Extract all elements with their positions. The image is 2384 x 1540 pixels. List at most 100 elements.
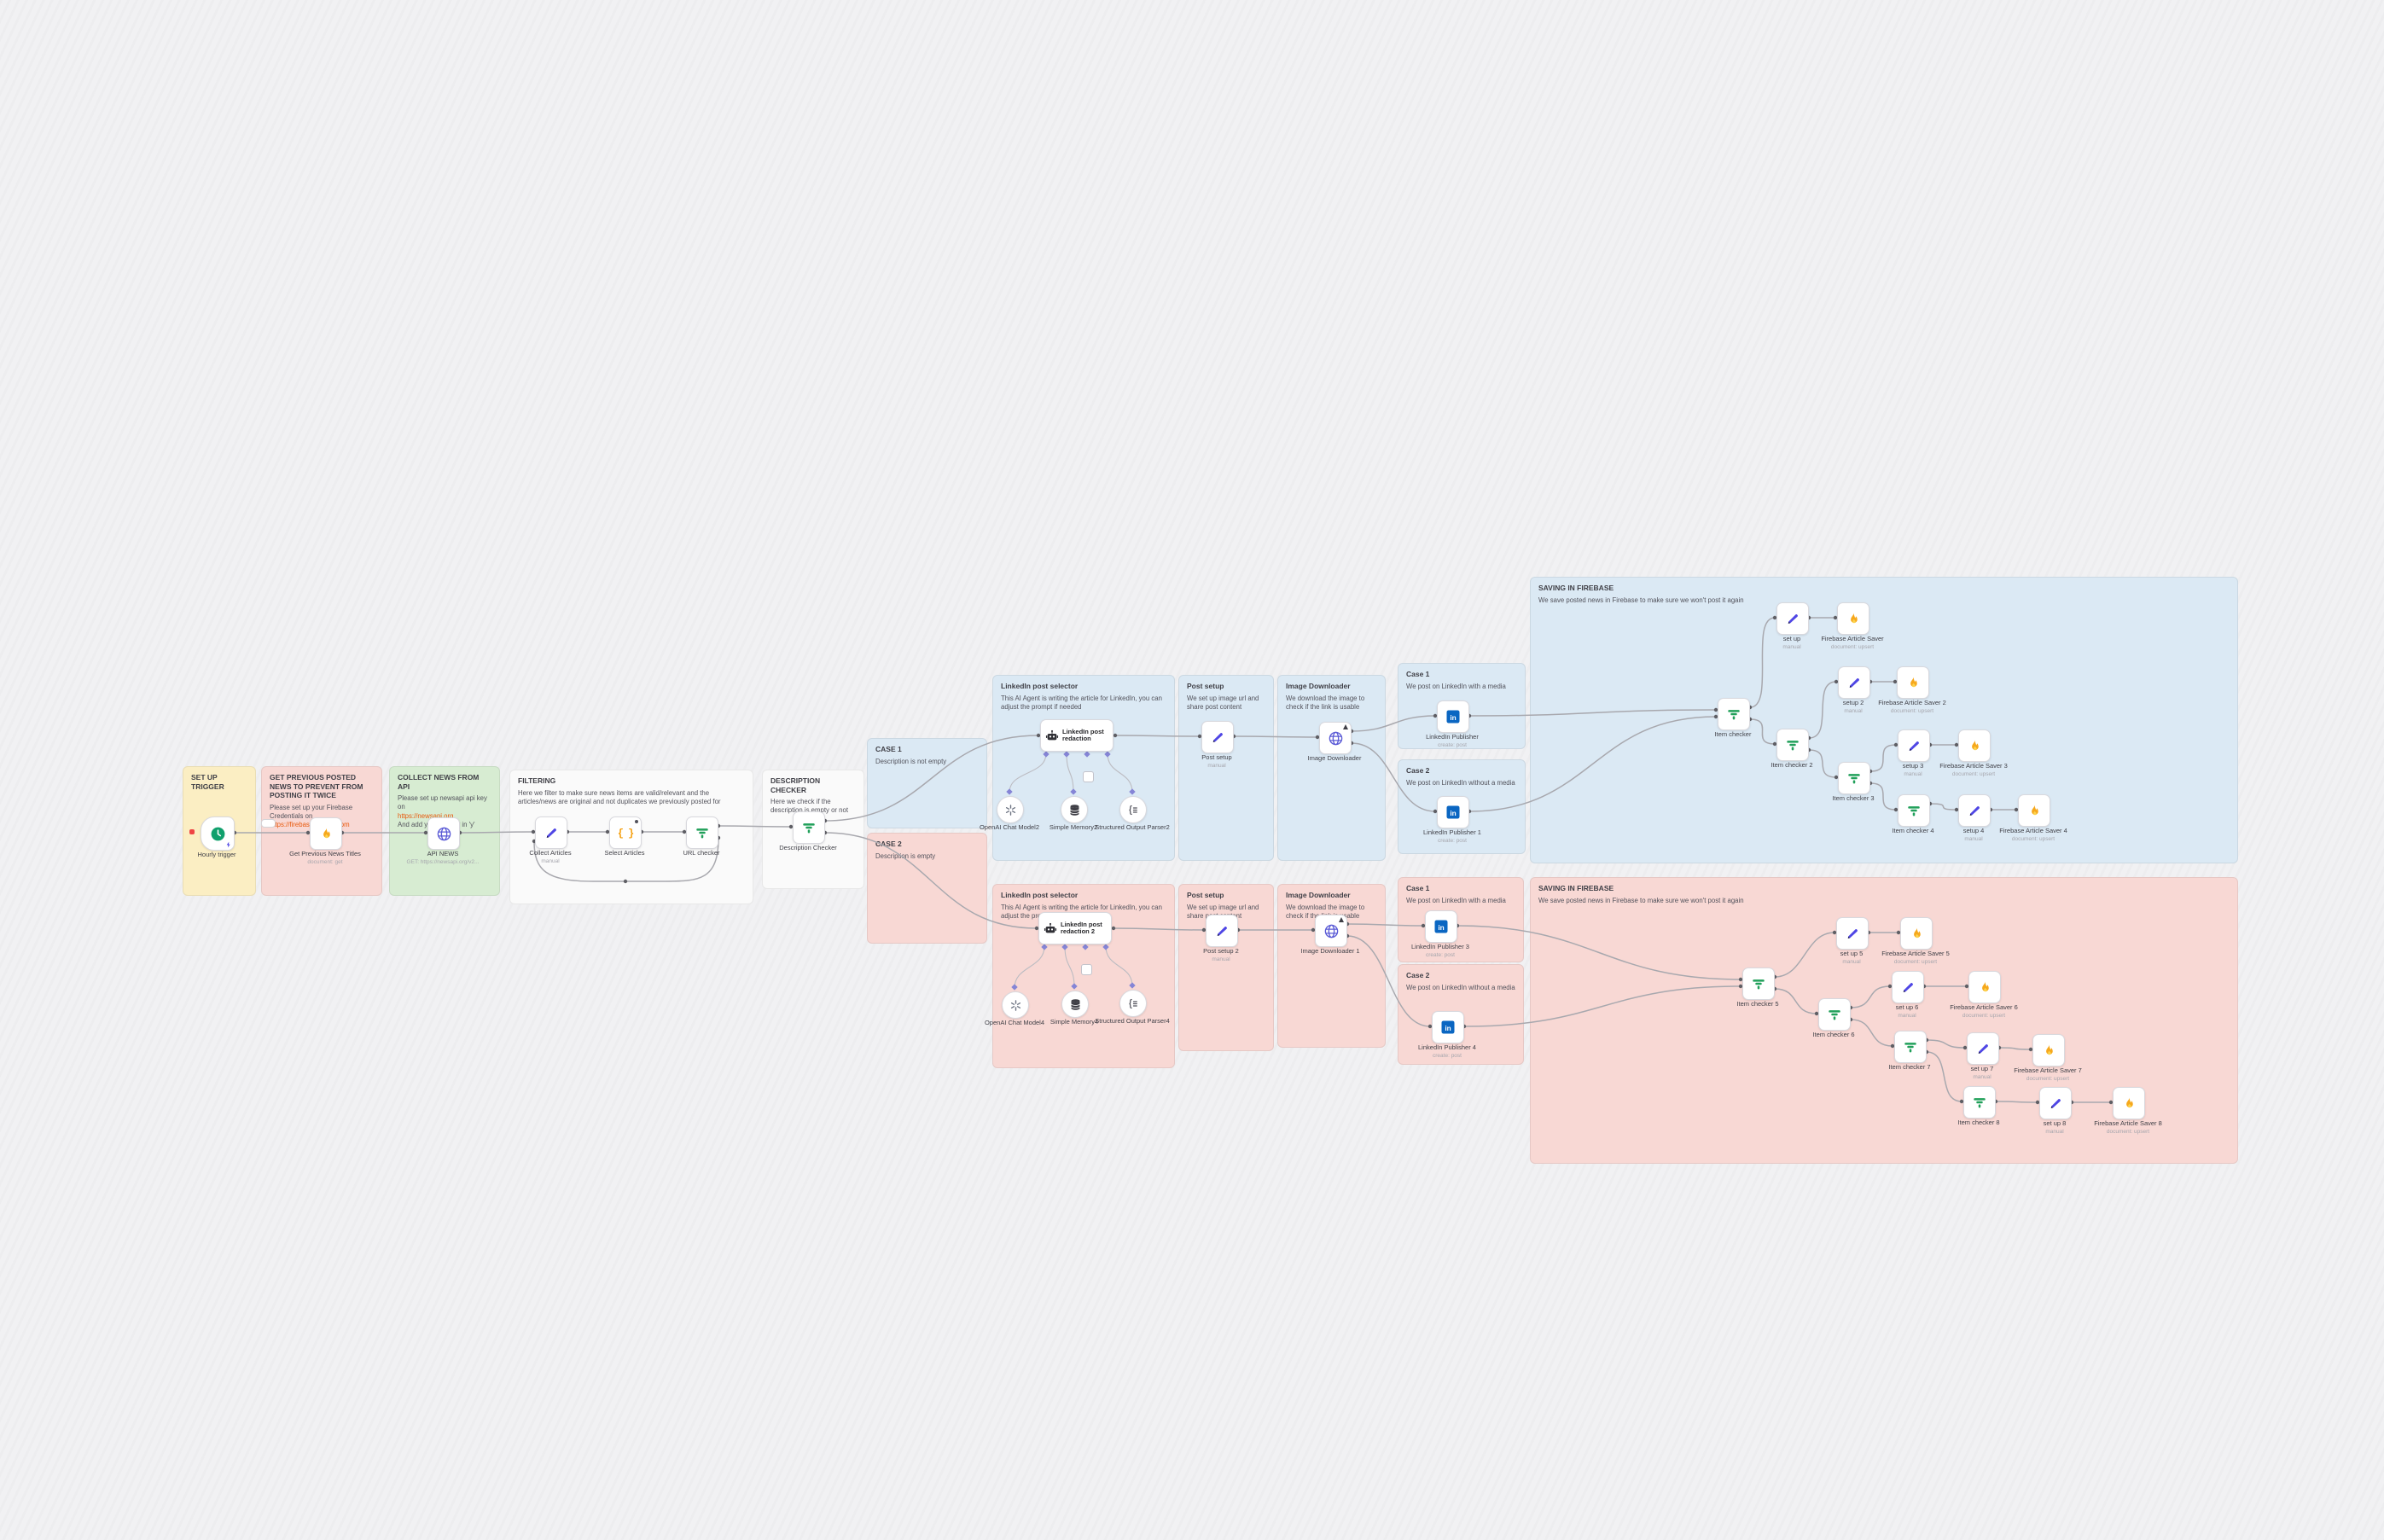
sticky-text-line: We save posted news in Firebase to make … (1538, 596, 1744, 604)
sticky-post-setup-blue[interactable]: Post setup We set up image url and share … (1178, 675, 1274, 861)
node-firebase-article-saver[interactable] (1837, 602, 1869, 635)
node-item-checker-8[interactable] (1963, 1086, 1996, 1119)
node-setup-3[interactable] (1898, 729, 1930, 762)
node-post-setup[interactable] (1201, 721, 1234, 753)
node-simple-memory4[interactable] (1061, 991, 1089, 1018)
node-linkedin-publisher-3[interactable]: in (1425, 910, 1457, 943)
node-set-up-6[interactable] (1892, 971, 1924, 1003)
filter-icon-wrap (1906, 803, 1922, 818)
svg-text:in: in (1450, 714, 1456, 722)
node-openai-chat-model2[interactable] (997, 796, 1024, 823)
node-setup-4[interactable] (1958, 794, 1991, 827)
node-api-news[interactable] (427, 817, 460, 850)
linkedin-icon: in (1434, 920, 1448, 933)
node-firebase-article-saver-2[interactable] (1897, 666, 1929, 699)
node-item-checker-5[interactable] (1742, 968, 1775, 1000)
sticky-text-line: We post on LinkedIn with a media (1406, 682, 1506, 690)
sticky-header: SAVING IN FIREBASE (1538, 584, 1614, 592)
sticky-header: LinkedIn post selector (1001, 891, 1079, 899)
node-linkedin-post-redaction[interactable]: LinkedIn post redaction (1040, 719, 1114, 752)
sticky-text-line: We set up image url and share post conte… (1187, 694, 1259, 711)
node-firebase-article-saver-4[interactable] (2018, 794, 2050, 827)
filter-icon-wrap (695, 825, 710, 840)
node-item-checker[interactable] (1718, 698, 1750, 730)
node-firebase-article-saver-7[interactable] (2032, 1034, 2065, 1066)
node-structured-output-parser2[interactable] (1119, 796, 1147, 823)
node-linkedin-post-redaction-2[interactable]: LinkedIn post redaction 2 (1038, 912, 1112, 944)
node-description-checker[interactable] (793, 811, 825, 844)
pencil-icon-wrap (1967, 803, 1982, 818)
node-get-previous-news-titles[interactable] (310, 817, 342, 850)
node-set-up-8[interactable] (2039, 1087, 2072, 1119)
node-set-up-5[interactable] (1836, 917, 1869, 950)
parser-icon-wrap (1127, 804, 1140, 816)
node-url-checker[interactable] (686, 816, 718, 849)
flame-icon-wrap (1846, 612, 1861, 626)
node-linkedin-publisher[interactable]: in (1437, 700, 1469, 733)
node-firebase-article-saver-5[interactable] (1900, 917, 1933, 950)
sticky-body: Here we filter to make sure news items a… (518, 789, 745, 806)
linkedin-icon-wrap: in (1445, 709, 1461, 724)
sticky-header: COLLECT NEWS FROM API (398, 773, 480, 791)
clock-icon-wrap (210, 826, 226, 842)
node-item-checker-7[interactable] (1894, 1031, 1927, 1063)
ai-robot-icon (1045, 729, 1059, 741)
node-post-setup-2[interactable] (1206, 915, 1238, 947)
sticky-header: Case 1 (1406, 670, 1430, 678)
node-image-downloader[interactable] (1319, 722, 1352, 754)
node-structured-output-parser4[interactable] (1119, 990, 1147, 1017)
node-item-checker-3[interactable] (1838, 762, 1870, 794)
node-simple-memory2[interactable] (1061, 796, 1088, 823)
sticky-text-line: We post on LinkedIn without a media (1406, 983, 1515, 991)
node-set-up[interactable] (1776, 602, 1809, 635)
node-select-articles[interactable]: { } (609, 816, 642, 849)
sticky-header: Case 2 (1406, 971, 1430, 979)
node-item-checker-2[interactable] (1776, 729, 1809, 761)
globe-icon-wrap (436, 826, 452, 842)
edit-pencil-icon (1849, 678, 1859, 688)
flame-icon-wrap (1968, 739, 1982, 753)
sticky-saving-in-firebase-blue[interactable]: SAVING IN FIREBASE We save posted news in… (1530, 577, 2238, 863)
db-icon-wrap (1068, 804, 1081, 816)
node-linkedin-publisher-4[interactable]: in (1432, 1011, 1464, 1043)
filter-icon-wrap (1726, 706, 1741, 722)
sticky-text-line: Here we filter to make sure news items a… (518, 788, 721, 805)
node-title: LinkedIn post redaction (1062, 727, 1104, 742)
sticky-link[interactable]: https://newsapi.org (398, 811, 454, 820)
node-openai-chat-model4[interactable] (1002, 991, 1029, 1019)
sticky-header: Post setup (1187, 682, 1224, 690)
node-setup-2[interactable] (1838, 666, 1870, 699)
node-set-up-7[interactable] (1967, 1032, 1999, 1065)
sticky-link[interactable]: https://firebase.google.com (270, 821, 374, 829)
node-image-downloader-1[interactable] (1315, 915, 1347, 947)
node-collect-articles[interactable] (535, 816, 567, 849)
node-item-checker-6[interactable] (1818, 998, 1851, 1031)
node-firebase-article-saver-6[interactable] (1968, 971, 2001, 1003)
pencil-icon-wrap (1845, 926, 1860, 941)
node-item-checker-4[interactable] (1898, 794, 1930, 827)
sticky-text-line: We post on LinkedIn without a media (1406, 778, 1515, 787)
filter-icon (1829, 1010, 1840, 1020)
filter-icon-wrap (1972, 1095, 1987, 1110)
edit-pencil-icon (1217, 927, 1227, 936)
pencil-icon-wrap (1846, 675, 1862, 690)
firebase-flame-icon (2125, 1096, 2133, 1107)
node-linkedin-publisher-1[interactable]: in (1437, 796, 1469, 828)
pencil-icon-wrap (2048, 1095, 2063, 1111)
agent-tool-slot (1083, 771, 1094, 782)
pinned-data-dot (635, 820, 638, 823)
node-hourly-trigger[interactable] (201, 816, 235, 851)
node-firebase-article-saver-3[interactable] (1958, 729, 1991, 762)
flame-icon-wrap (2122, 1096, 2137, 1111)
node-firebase-article-saver-8[interactable] (2113, 1087, 2145, 1119)
filter-icon (1974, 1098, 1986, 1108)
